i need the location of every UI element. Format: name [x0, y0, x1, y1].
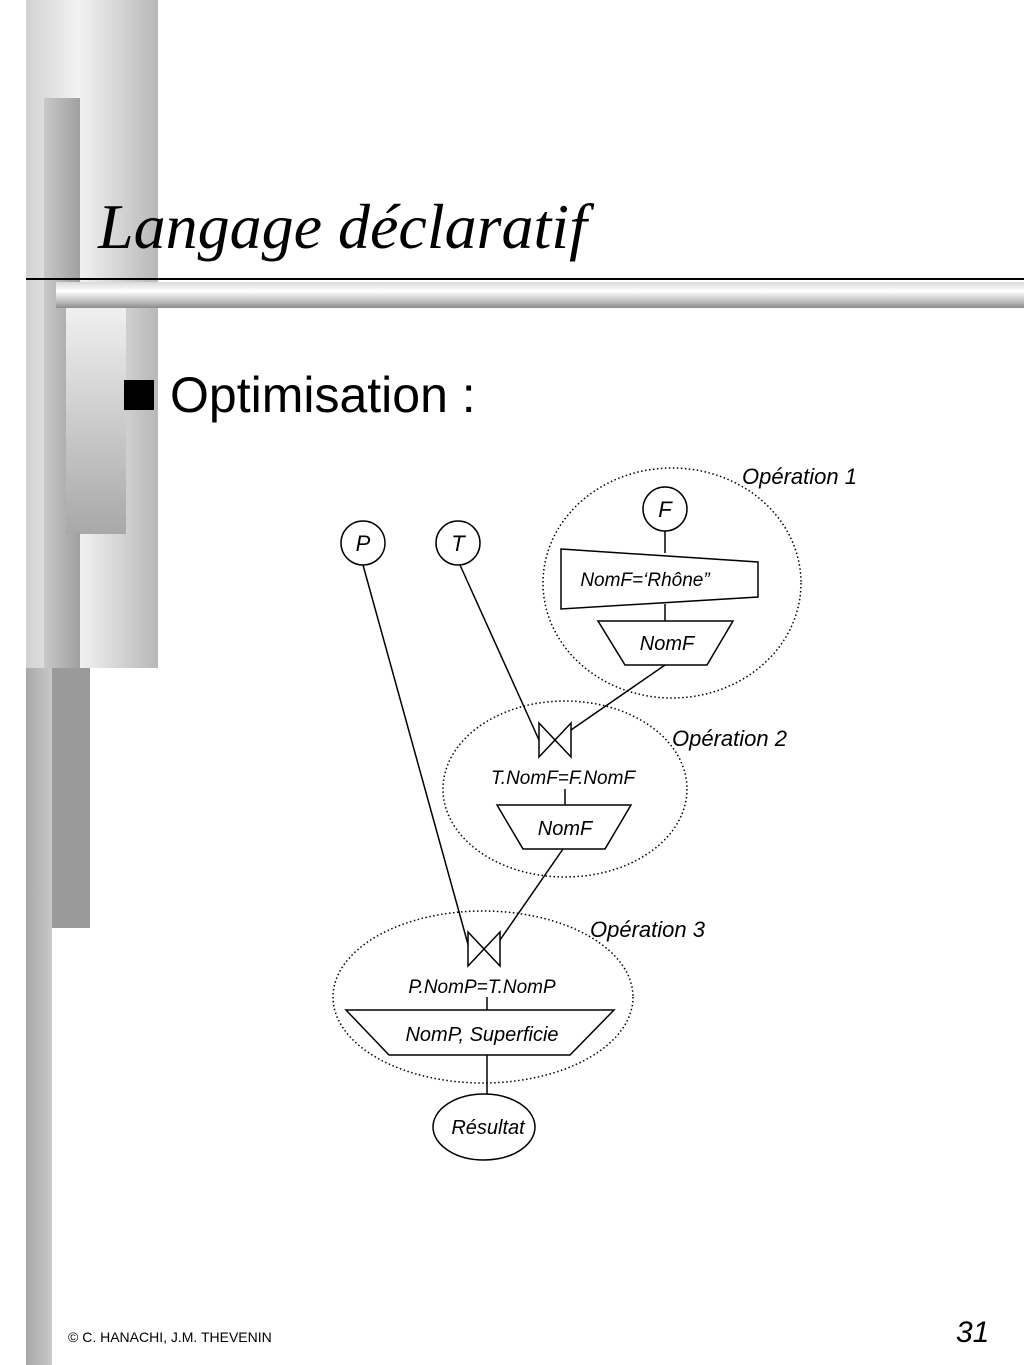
bullet-item: Optimisation : [124, 366, 476, 424]
relation-f-label: F [658, 497, 673, 522]
relation-p-label: P [356, 531, 371, 556]
relation-t-label: T [451, 531, 466, 556]
join-2-symbol [538, 721, 572, 759]
decor-bar-4 [48, 668, 90, 928]
result-node [432, 1093, 536, 1161]
title-rule [26, 278, 1024, 280]
operation-2-group [442, 700, 688, 878]
operation-3-group [332, 910, 634, 1084]
relation-t-node [435, 520, 481, 566]
projection-1-attributes: NomF [640, 633, 696, 655]
edge-t-to-join-2 [459, 564, 540, 741]
decor-bar-5 [26, 668, 52, 1365]
slide-title: Langage déclaratif [98, 191, 587, 262]
selection-box [560, 548, 759, 610]
relation-p-node [340, 520, 386, 566]
page-number: 31 [956, 1316, 990, 1349]
edge-projection-2-to-join-3 [499, 848, 564, 941]
operation-1-label: Opération 1 [742, 464, 857, 489]
operation-2-label: Opération 2 [672, 726, 787, 751]
edge-p-to-join-3 [362, 564, 470, 949]
join-3-symbol [467, 930, 501, 968]
bullet-square-icon [124, 380, 154, 410]
projection-2-box [495, 804, 633, 850]
join-3-condition: P.NomP=T.NomP [408, 977, 556, 998]
title-bar [56, 282, 1024, 308]
operation-3-label: Opération 3 [590, 917, 706, 942]
selection-condition: NomF=‘Rhône” [580, 570, 711, 591]
decor-bar-3 [66, 308, 126, 534]
join-2-condition: T.NomF=F.NomF [491, 768, 637, 789]
projection-2-attributes: NomF [538, 818, 594, 840]
relation-f-node [642, 486, 688, 532]
projection-3-box [344, 1009, 616, 1056]
operation-1-group [542, 467, 802, 699]
result-label: Résultat [451, 1117, 526, 1139]
footer-copyright: © C. HANACHI, J.M. THEVENIN [68, 1329, 272, 1345]
edge-projection-1-to-join-2 [570, 664, 666, 731]
projection-1-box [596, 620, 735, 666]
projection-3-attributes: NomP, Superficie [405, 1024, 558, 1046]
bullet-text: Optimisation : [170, 367, 476, 423]
